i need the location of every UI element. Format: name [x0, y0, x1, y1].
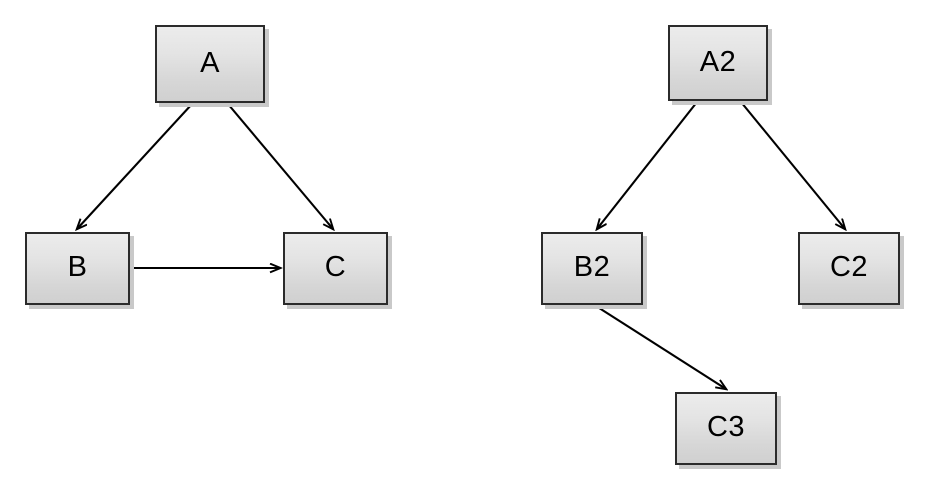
node-b-label: B — [67, 251, 88, 283]
edge-a2-c2 — [740, 101, 845, 229]
edge-a2-b2 — [597, 101, 698, 229]
node-b2[interactable]: B2 — [541, 232, 643, 305]
node-c3[interactable]: C3 — [675, 392, 777, 465]
node-a[interactable]: A — [155, 25, 265, 103]
edge-b2-c3 — [595, 305, 726, 389]
node-b[interactable]: B — [25, 232, 130, 305]
edge-a-c — [227, 103, 333, 229]
node-c[interactable]: C — [283, 232, 388, 305]
node-c2-label: C2 — [829, 251, 869, 283]
node-b2-label: B2 — [573, 251, 611, 283]
node-a2-label: A2 — [699, 45, 737, 78]
edge-a-b — [77, 103, 193, 229]
node-a-label: A — [200, 46, 220, 79]
node-a2[interactable]: A2 — [668, 25, 768, 101]
node-c2[interactable]: C2 — [798, 232, 900, 305]
node-c-label: C — [324, 251, 347, 283]
node-c3-label: C3 — [706, 411, 746, 443]
